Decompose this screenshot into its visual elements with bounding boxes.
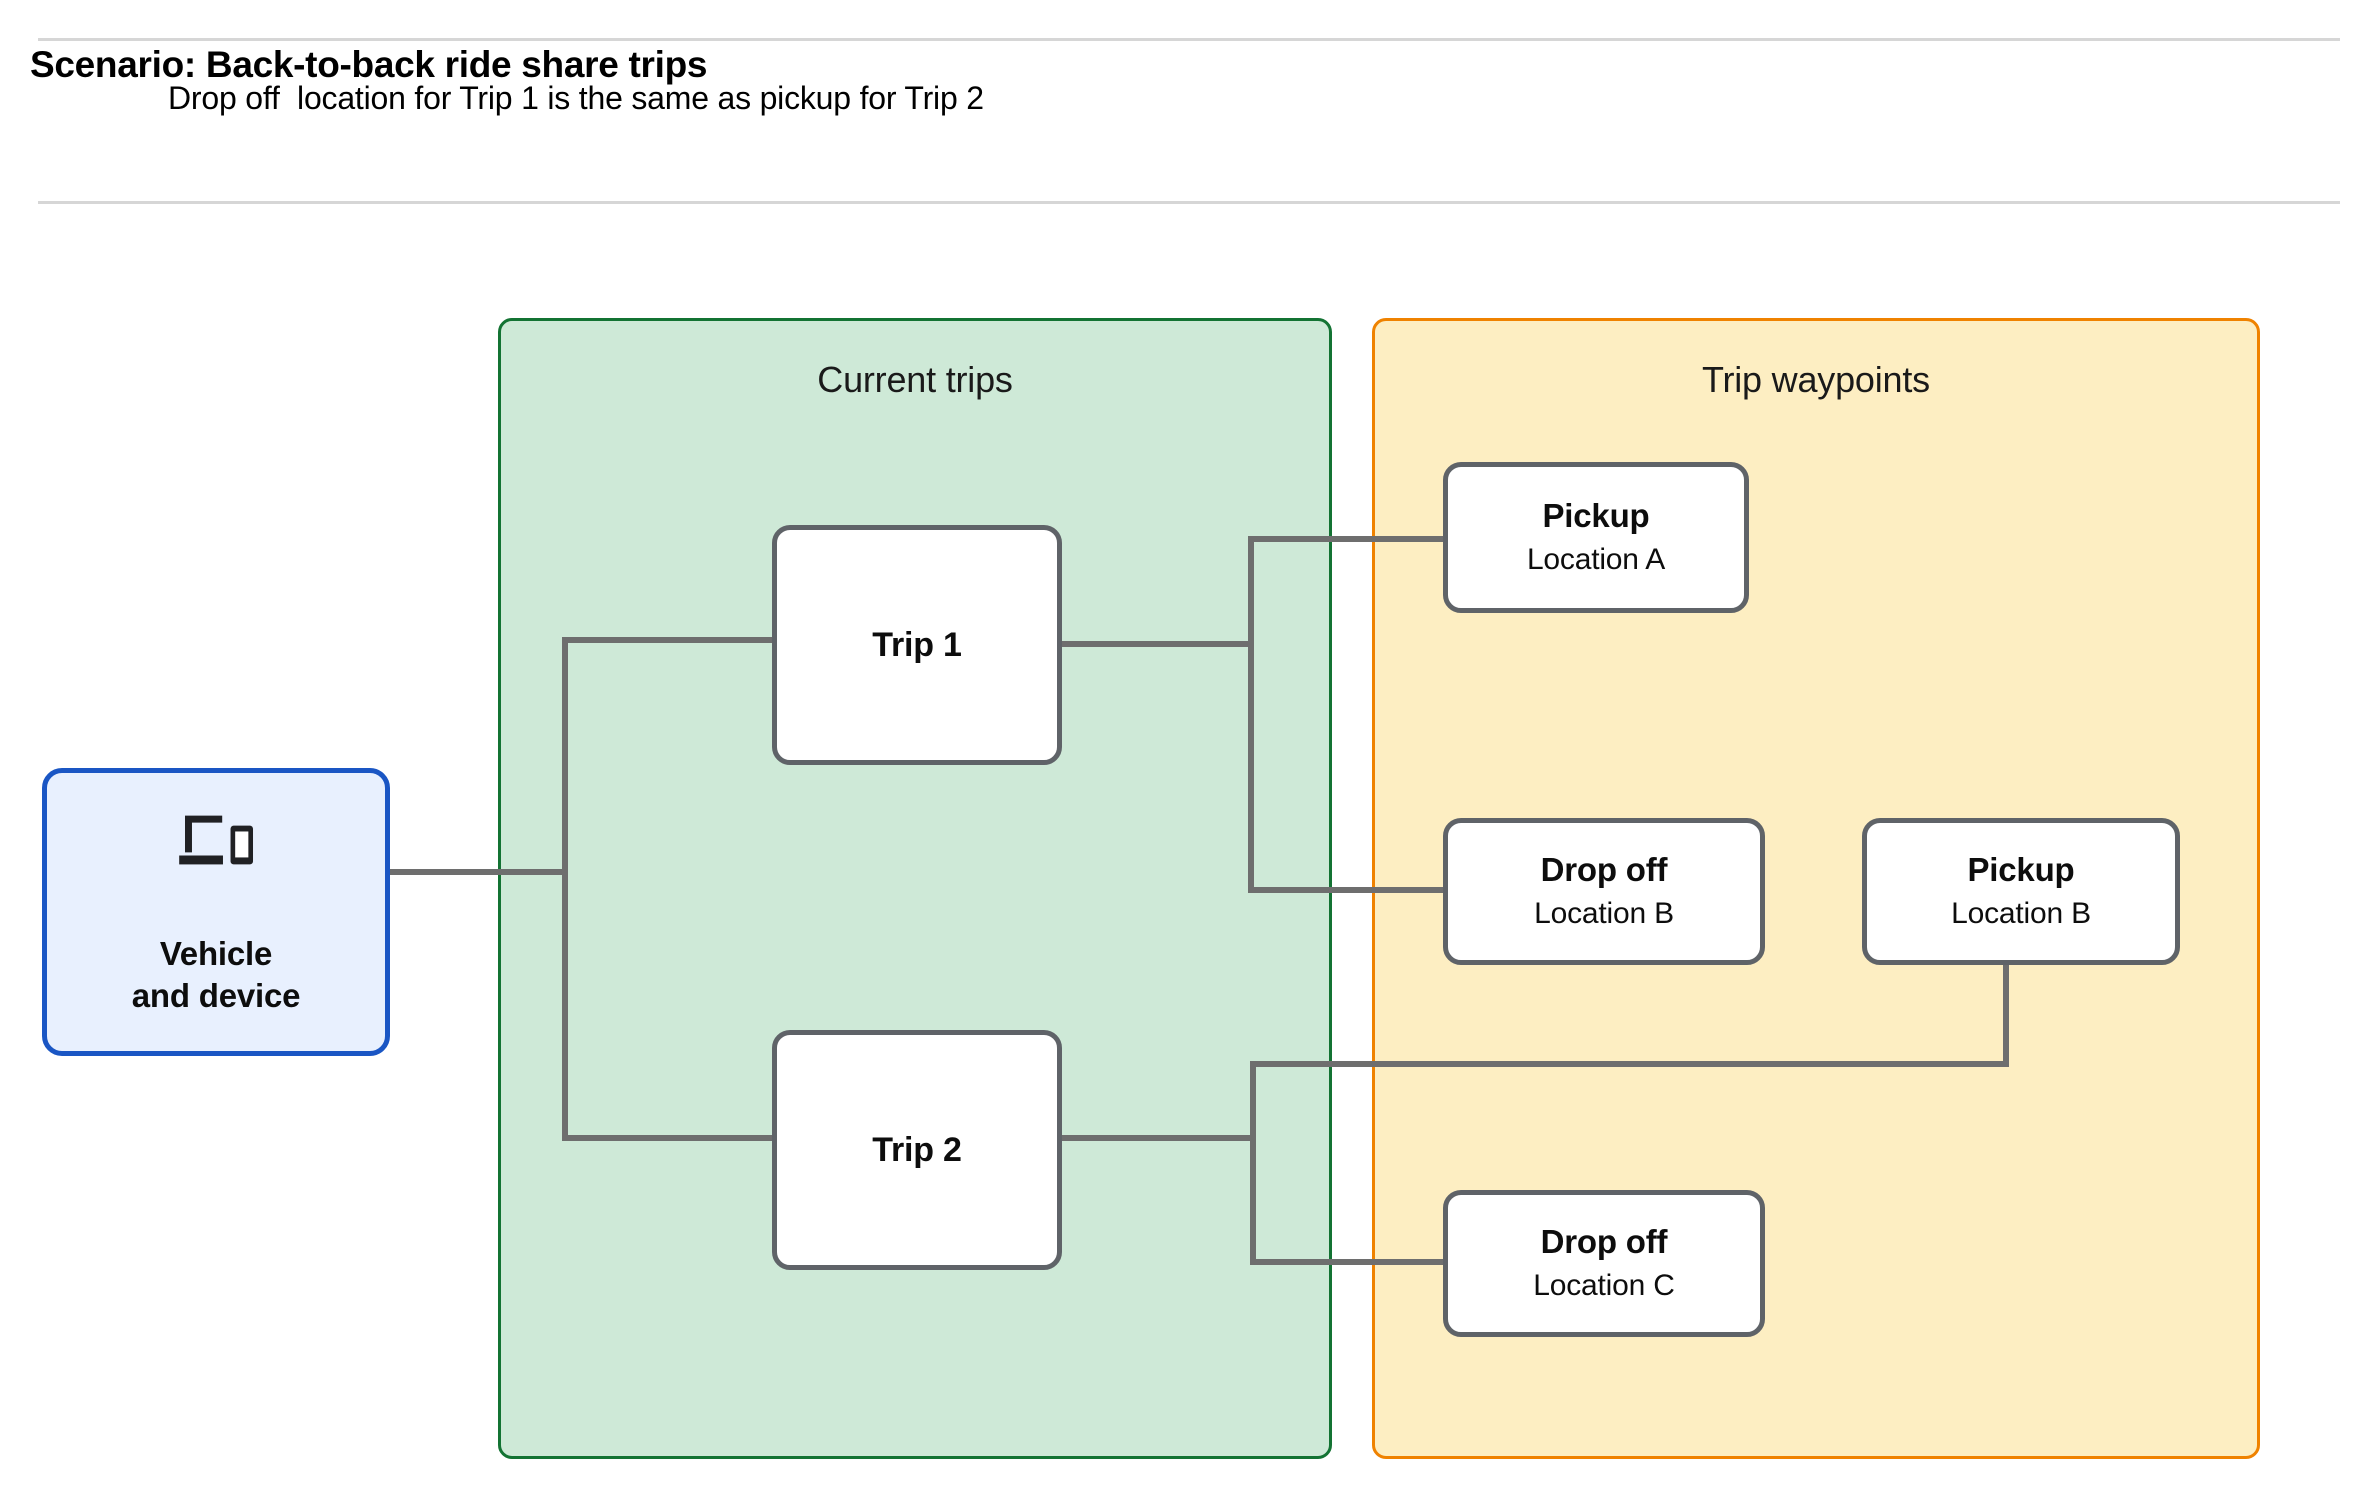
node-dropoff-b-location: Location B [1534,897,1674,931]
node-dropoff-location-c[interactable]: Drop off Location C [1443,1190,1765,1337]
header-divider-top [38,38,2340,41]
page-title: Scenario: Back-to-back ride share trips [30,44,708,85]
node-vehicle-and-device[interactable]: Vehicle and device [42,768,390,1056]
node-dropoff-c-location: Location C [1533,1269,1675,1303]
node-trip-2[interactable]: Trip 2 [772,1030,1062,1270]
group-trip-waypoints-label: Trip waypoints [1702,359,1930,400]
node-pickup-b-location: Location B [1951,897,2091,931]
node-dropoff-b-title: Drop off [1540,851,1668,889]
node-vehicle-label: Vehicle and device [131,935,301,1015]
group-current-trips: Current trips [498,318,1332,1459]
devices-icon [179,815,254,865]
group-current-trips-label: Current trips [817,359,1013,400]
page-subtitle: Drop off location for Trip 1 is the same… [168,80,984,116]
node-trip-1[interactable]: Trip 1 [772,525,1062,765]
node-trip-1-label: Trip 1 [872,625,962,664]
node-dropoff-location-b[interactable]: Drop off Location B [1443,818,1765,965]
node-pickup-a-title: Pickup [1542,497,1650,535]
node-pickup-location-a[interactable]: Pickup Location A [1443,462,1749,613]
node-pickup-a-location: Location A [1526,543,1666,577]
node-pickup-location-b[interactable]: Pickup Location B [1862,818,2180,965]
node-pickup-b-title: Pickup [1967,851,2075,889]
node-dropoff-c-title: Drop off [1540,1223,1668,1261]
header-divider-bottom [38,201,2340,204]
node-trip-2-label: Trip 2 [872,1130,962,1169]
